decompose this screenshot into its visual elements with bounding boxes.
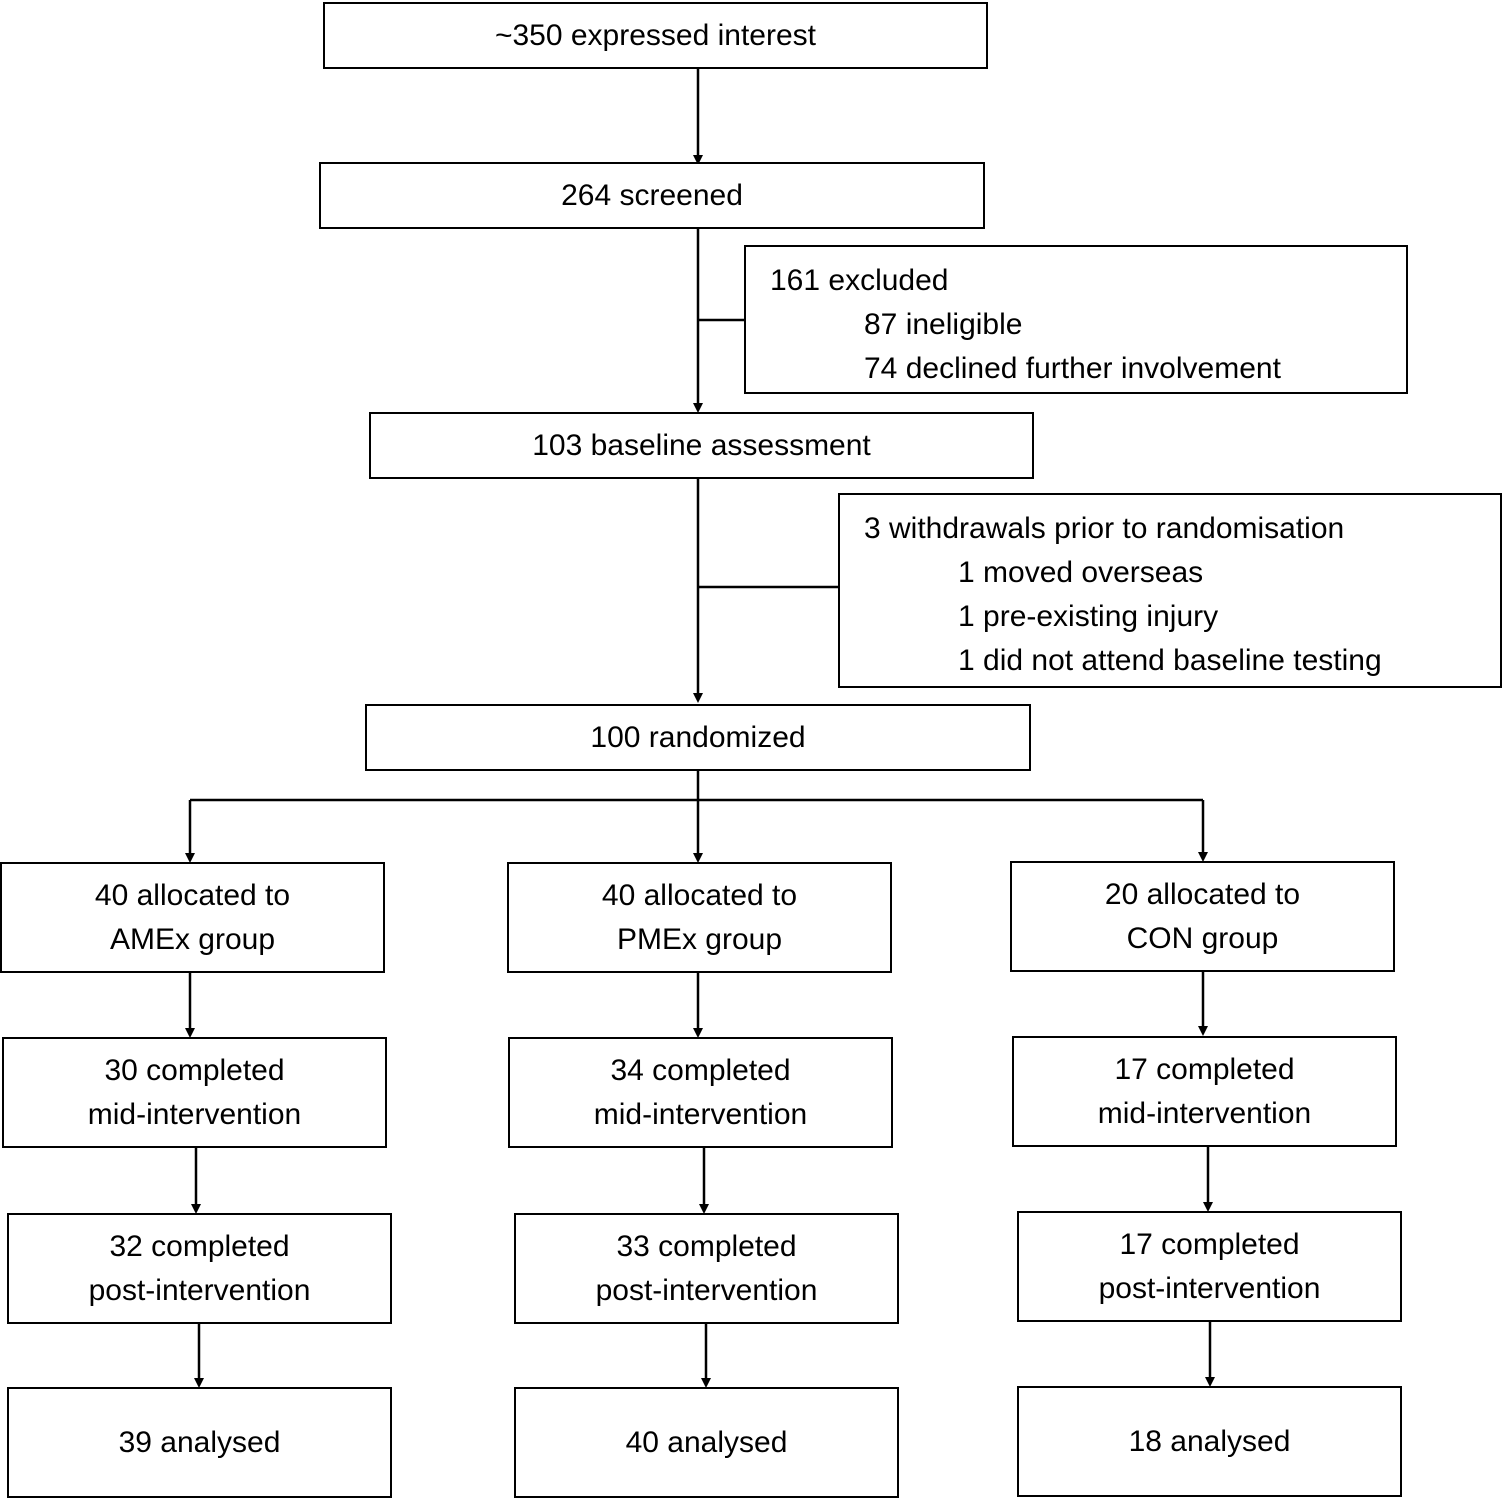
amex-post-box: 32 completed post-intervention	[7, 1213, 392, 1324]
pmex-analysed-box: 40 analysed	[514, 1387, 899, 1498]
excluded-reason: 74 declined further involvement	[864, 352, 1281, 385]
amex-analysed-box: 39 analysed	[7, 1387, 392, 1498]
randomized-label: 100 randomized	[590, 720, 806, 754]
pmex-allocated-line: 40 allocated to	[601, 878, 798, 912]
amex-mid-box: 30 completed mid-intervention	[2, 1037, 387, 1148]
amex-analysed-label: 39 analysed	[118, 1425, 281, 1459]
excluded-box: 161 excluded 87 ineligible 74 declined f…	[744, 245, 1408, 394]
withdrawals-box: 3 withdrawals prior to randomisation 1 m…	[838, 493, 1502, 688]
con-mid-line: mid-intervention	[1097, 1096, 1312, 1130]
baseline-box: 103 baseline assessment	[369, 412, 1034, 479]
pmex-mid-line: mid-intervention	[593, 1097, 808, 1131]
amex-allocated-line: 40 allocated to	[94, 878, 291, 912]
con-mid-line: 17 completed	[1114, 1052, 1295, 1086]
screened-label: 264 screened	[561, 178, 743, 212]
screened-box: 264 screened	[319, 162, 985, 229]
con-post-line: post-intervention	[1098, 1271, 1321, 1305]
baseline-label: 103 baseline assessment	[532, 428, 871, 462]
con-analysed-box: 18 analysed	[1017, 1386, 1402, 1497]
pmex-post-line: 33 completed	[616, 1229, 797, 1263]
amex-mid-line: mid-intervention	[87, 1097, 302, 1131]
con-allocated-line: 20 allocated to	[1104, 877, 1301, 911]
pmex-mid-box: 34 completed mid-intervention	[508, 1037, 893, 1148]
con-post-line: 17 completed	[1119, 1227, 1300, 1261]
interest-box: ~350 expressed interest	[323, 2, 988, 69]
withdrawal-reason: 1 pre-existing injury	[958, 600, 1219, 633]
randomized-box: 100 randomized	[365, 704, 1031, 771]
con-analysed-label: 18 analysed	[1128, 1424, 1291, 1458]
pmex-post-box: 33 completed post-intervention	[514, 1213, 899, 1324]
excluded-title: 161 excluded	[770, 264, 949, 297]
con-mid-box: 17 completed mid-intervention	[1012, 1036, 1397, 1147]
con-allocated-box: 20 allocated to CON group	[1010, 861, 1395, 972]
amex-allocated-box: 40 allocated to AMEx group	[0, 862, 385, 973]
excluded-reason: 87 ineligible	[864, 308, 1023, 341]
pmex-allocated-box: 40 allocated to PMEx group	[507, 862, 892, 973]
pmex-mid-line: 34 completed	[610, 1053, 791, 1087]
interest-label: ~350 expressed interest	[494, 18, 817, 52]
withdrawals-title: 3 withdrawals prior to randomisation	[864, 512, 1345, 545]
withdrawal-reason: 1 did not attend baseline testing	[958, 644, 1382, 677]
amex-post-line: post-intervention	[88, 1273, 311, 1307]
con-allocated-line: CON group	[1126, 921, 1279, 955]
pmex-allocated-line: PMEx group	[616, 922, 783, 956]
pmex-analysed-label: 40 analysed	[625, 1425, 788, 1459]
pmex-post-line: post-intervention	[595, 1273, 818, 1307]
con-post-box: 17 completed post-intervention	[1017, 1211, 1402, 1322]
amex-mid-line: 30 completed	[104, 1053, 285, 1087]
amex-allocated-line: AMEx group	[109, 922, 276, 956]
withdrawal-reason: 1 moved overseas	[958, 556, 1204, 589]
amex-post-line: 32 completed	[109, 1229, 290, 1263]
